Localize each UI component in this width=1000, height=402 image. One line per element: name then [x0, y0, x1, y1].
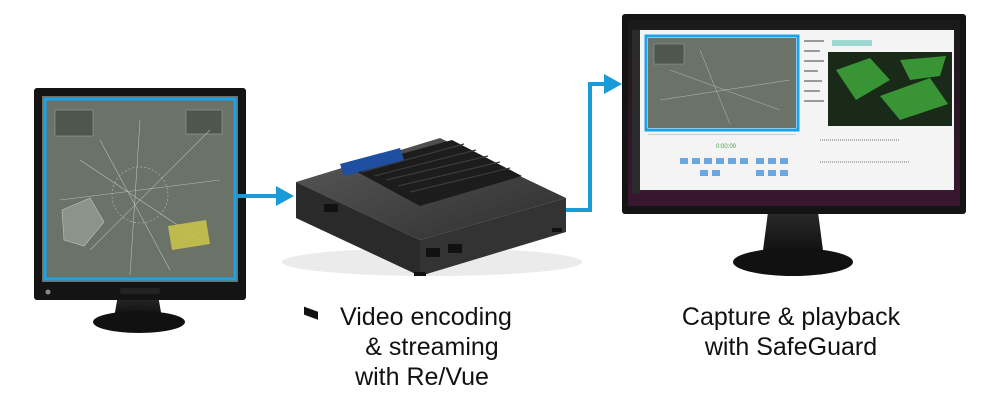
- arrow-up-right-icon: [566, 74, 622, 212]
- right-monitor-stand-neck: [762, 212, 824, 258]
- right-monitor: 0:00:00: [622, 14, 966, 276]
- safeguard-sidebar: [632, 30, 640, 194]
- encoder-device: [282, 138, 582, 320]
- left-monitor-buttons: [120, 288, 160, 294]
- left-screen-highlight-frame: [43, 97, 237, 281]
- caption-encoding-line-3: with Re/Vue: [355, 363, 489, 391]
- caption-encoding: Video encoding & streaming with Re/Vue: [311, 302, 541, 392]
- left-monitor-stand-base: [93, 311, 185, 333]
- safeguard-header-badge: [832, 40, 872, 46]
- encoder-front-right: [420, 198, 566, 276]
- safeguard-info-column: [804, 40, 824, 102]
- encoder-brand-label: [340, 148, 404, 176]
- left-monitor-logo-icon: [45, 289, 51, 295]
- caption-playback-line-2: with SafeGuard: [704, 333, 878, 361]
- encoder-port: [304, 306, 318, 320]
- arrow-right-icon: [236, 186, 294, 206]
- left-atc-yellow-zone: [168, 220, 210, 250]
- left-atc-sector-polygon: [61, 197, 105, 247]
- left-atc-data-block-right: [185, 109, 223, 135]
- left-atc-data-block: [54, 109, 94, 137]
- caption-playback: Capture & playback with SafeGuard: [666, 302, 916, 362]
- encoder-port: [426, 248, 440, 257]
- safeguard-audio-waveforms: [820, 139, 910, 163]
- left-monitor: [34, 88, 246, 333]
- safeguard-timecode: 0:00:00: [716, 144, 737, 150]
- caption-playback-line-1: Capture & playback: [681, 303, 901, 331]
- encoder-port: [324, 204, 338, 212]
- safeguard-playback-buttons[interactable]: [680, 158, 788, 176]
- caption-encoding-line-1: Video encoding: [340, 303, 512, 331]
- right-screen-highlight-frame: [644, 34, 800, 132]
- caption-encoding-line-2: & streaming: [365, 333, 499, 361]
- right-monitor-stand-base: [733, 248, 853, 276]
- encoder-port: [448, 244, 462, 253]
